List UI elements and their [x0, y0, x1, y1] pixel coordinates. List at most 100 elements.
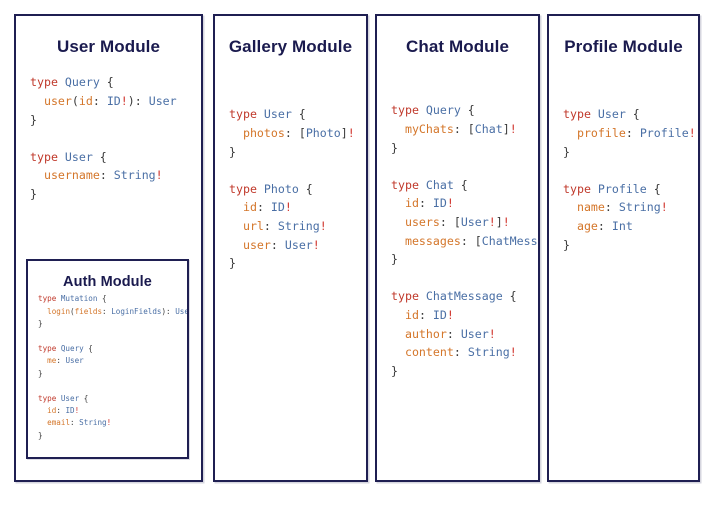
- code-token-kw: type: [391, 289, 426, 304]
- code-token-bang: !: [284, 200, 292, 215]
- code-token-kw: type: [30, 75, 65, 90]
- code-token-field: username: [43, 168, 100, 183]
- code-token-bang: !: [347, 125, 355, 140]
- code-line: user(id: ID!): User: [30, 92, 201, 111]
- code-token-punc: ]: [495, 214, 503, 229]
- code-token-kw: type: [391, 103, 426, 118]
- code-token-punc: :: [453, 345, 468, 360]
- code-token-type: ID: [270, 200, 285, 215]
- code-token-bang: !: [509, 345, 517, 360]
- code-line: type User {: [30, 148, 201, 167]
- code-token-type: ID: [432, 196, 447, 211]
- code-token-field: content: [404, 345, 454, 360]
- code-line: messages: [ChatMessage]!: [391, 232, 538, 251]
- code-line: }: [391, 139, 538, 158]
- code-token-type: Photo: [305, 125, 341, 140]
- code-token-punc: :: [56, 406, 66, 416]
- code-token-punc: : [: [460, 233, 482, 248]
- code-block-chat: type Query { myChats: [Chat]!}type Chat …: [377, 101, 538, 380]
- code-token-field: user: [43, 93, 72, 108]
- code-token-type: Query: [64, 75, 100, 90]
- code-token-kw: type: [229, 181, 264, 196]
- code-token-type: ID: [432, 307, 447, 322]
- code-token-type: Query: [60, 344, 84, 353]
- code-token-type: User: [284, 237, 313, 252]
- card-auth-module[interactable]: Auth Module type Mutation { login(fields…: [26, 259, 189, 459]
- code-token-punc: (: [70, 306, 75, 316]
- card-user-module[interactable]: User Module type Query { user(id: ID!): …: [14, 14, 203, 482]
- code-line: name: String!: [563, 198, 698, 217]
- code-token-punc: :: [597, 218, 612, 233]
- code-token-bang: !: [660, 200, 668, 215]
- code-line: myChats: [Chat]!: [391, 120, 538, 139]
- code-token-type: String: [618, 200, 661, 215]
- code-token-field: id: [404, 196, 419, 211]
- spacer: [549, 59, 698, 105]
- code-block-auth: type Mutation { login(fields: LoginField…: [28, 293, 187, 442]
- code-line: id: ID!: [229, 198, 366, 217]
- code-token-punc: }: [38, 368, 43, 378]
- code-token-punc: :: [625, 125, 640, 140]
- code-token-field: id: [404, 307, 419, 322]
- code-token-punc: }: [38, 430, 43, 440]
- code-token-punc: [30, 94, 44, 108]
- code-token-punc: ):: [161, 306, 176, 316]
- code-token-punc: : [: [439, 214, 461, 229]
- code-token-punc: [38, 307, 47, 316]
- code-token-field: id: [47, 406, 57, 416]
- code-token-bang: !: [502, 214, 510, 229]
- code-token-punc: :: [604, 200, 619, 215]
- code-line: url: String!: [229, 217, 366, 236]
- code-token-punc: {: [453, 177, 468, 192]
- code-token-punc: :: [270, 237, 285, 252]
- code-line: id: ID!: [391, 306, 538, 325]
- code-token-punc: }: [30, 112, 37, 127]
- code-token-type: LoginFields: [111, 306, 162, 316]
- spacer: [215, 59, 366, 105]
- code-token-punc: :: [263, 218, 278, 233]
- code-line: }: [30, 185, 201, 204]
- code-token-type: Profile: [597, 181, 647, 196]
- code-line: }: [38, 368, 187, 380]
- code-line: profile: Profile!: [563, 124, 698, 143]
- code-token-punc: ):: [127, 93, 149, 108]
- code-token-type: ID: [106, 93, 121, 108]
- code-token-punc: }: [391, 363, 398, 378]
- code-token-bang: !: [155, 168, 163, 183]
- code-token-punc: [391, 196, 405, 210]
- code-token-kw: type: [38, 344, 61, 353]
- code-token-punc: :: [56, 356, 66, 366]
- code-token-punc: }: [229, 256, 236, 271]
- code-token-type: Chat: [474, 121, 503, 136]
- code-token-punc: :: [92, 93, 107, 108]
- code-token-field: login: [47, 306, 71, 316]
- code-token-bang: !: [446, 307, 454, 322]
- code-line: type ChatMessage {: [391, 287, 538, 306]
- code-token-punc: {: [92, 149, 107, 164]
- code-token-punc: {: [646, 181, 661, 196]
- code-token-type: User: [60, 393, 80, 403]
- code-token-kw: type: [38, 294, 61, 304]
- code-line: }: [391, 362, 538, 381]
- code-line: id: ID!: [391, 194, 538, 213]
- code-token-type: User: [460, 214, 489, 229]
- card-gallery-module[interactable]: Gallery Module type User { photos: [Phot…: [213, 14, 368, 482]
- code-token-type: User: [597, 107, 626, 122]
- code-blank-line: [30, 129, 201, 148]
- code-token-field: id: [78, 93, 93, 108]
- code-token-field: me: [47, 356, 57, 366]
- card-profile-module[interactable]: Profile Module type User { profile: Prof…: [547, 14, 700, 482]
- code-token-type: ChatMessage: [425, 289, 503, 304]
- code-token-type: User: [460, 326, 489, 341]
- code-token-punc: {: [83, 344, 93, 353]
- code-token-punc: }: [229, 144, 236, 159]
- code-token-punc: :: [418, 196, 433, 211]
- code-line: type Query {: [38, 343, 187, 355]
- card-chat-module[interactable]: Chat Module type Query { myChats: [Chat]…: [375, 14, 540, 482]
- code-token-punc: }: [563, 237, 570, 252]
- code-token-field: user: [242, 237, 271, 252]
- code-token-punc: ]: [502, 121, 510, 136]
- code-line: type Query {: [30, 73, 201, 92]
- code-line: photos: [Photo]!: [229, 124, 366, 143]
- code-line: type Photo {: [229, 180, 366, 199]
